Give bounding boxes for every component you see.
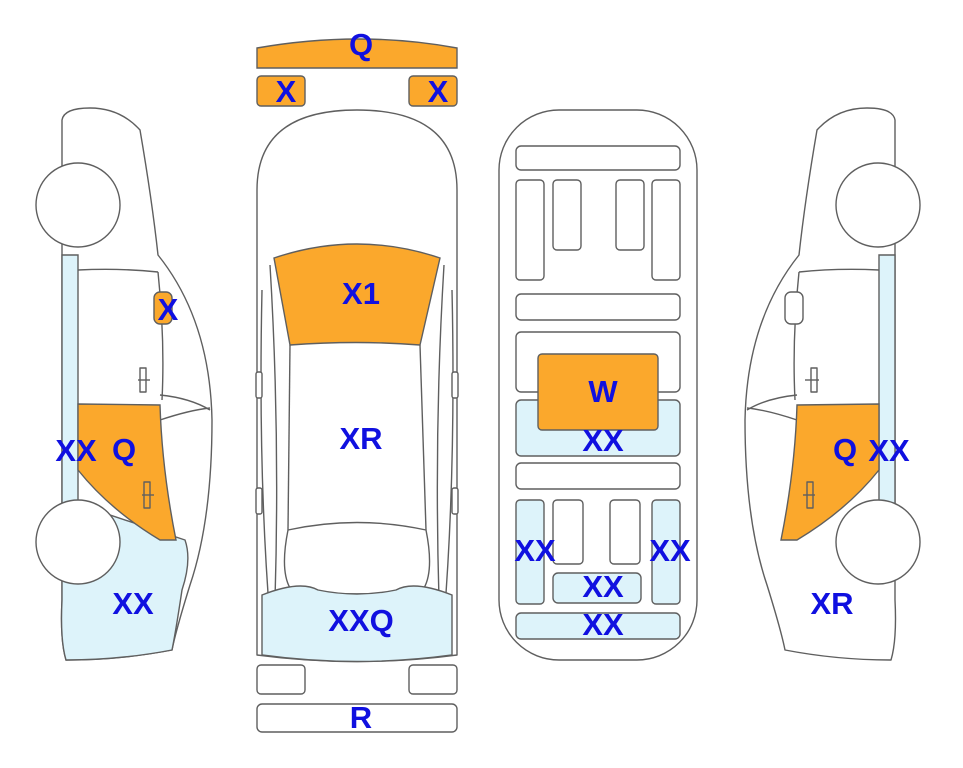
right-headlight-code: X [428,74,449,109]
right-rear-quarter-code: XR [810,586,853,621]
trunk-panel[interactable] [261,585,453,663]
right-rear-seat-panel[interactable] [651,499,681,605]
left-mirror-code: X [158,292,179,327]
right-headlight-panel[interactable] [408,75,458,107]
center-console-panel[interactable] [537,353,659,431]
interior-view: W XX XX XX XX XX [498,109,698,661]
roof-code: XR [339,421,382,456]
rear-bumper-code: R [350,700,372,735]
left-rear-wheel [35,499,121,585]
left-mirror-panel[interactable] [153,291,173,325]
left-rear-door-code: Q [112,432,136,467]
front-bumper-code: Q [349,27,373,62]
hood-code: X1 [342,276,380,311]
left-rear-door-panel[interactable] [77,403,177,541]
left-rocker-code: XX [55,433,97,468]
trunk-code: XXQ [328,603,393,638]
cargo-strip-code: XX [582,607,624,642]
left-headlight-code: X [276,74,297,109]
left-rear-quarter-code: XX [112,586,154,621]
right-rocker-code: XX [868,433,910,468]
left-rear-seat-code: XX [514,533,556,568]
front-bumper-panel[interactable] [256,38,458,69]
right-rear-wheel [835,499,921,585]
right-rear-door-panel[interactable] [780,403,880,541]
right-side-view: Q XX XR [744,107,921,661]
middle-row-code: XX [582,423,624,458]
left-rear-seat-panel[interactable] [515,499,545,605]
rear-bumper-panel[interactable] [256,703,458,733]
right-rear-door-code: Q [833,432,857,467]
right-rear-seat-code: XX [649,533,691,568]
cargo-strip-panel[interactable] [515,612,681,640]
right-front-wheel [835,162,921,248]
left-side-view: X XX Q XX [35,107,213,661]
left-front-wheel [35,162,121,248]
left-headlight-panel[interactable] [256,75,306,107]
center-console-code: W [588,374,618,409]
hood-panel[interactable] [273,243,441,346]
rear-center-seat-panel[interactable] [552,572,642,604]
top-view: Q X X X1 XR XXQ R [255,27,459,735]
rear-center-seat-code: XX [582,569,624,604]
